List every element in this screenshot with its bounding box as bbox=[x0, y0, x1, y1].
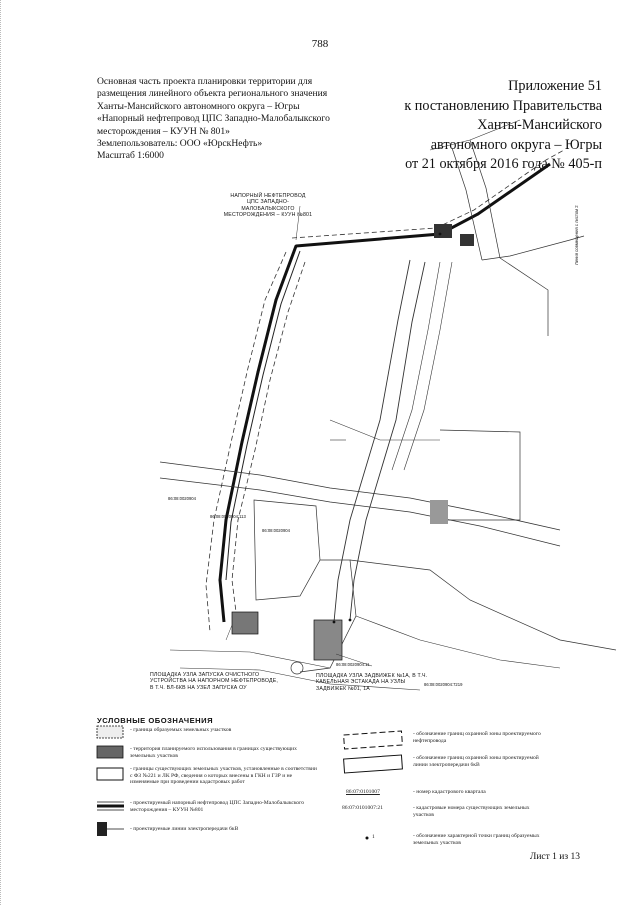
legend-powerline-zone-icon bbox=[343, 754, 403, 774]
appendix-line: к постановлению Правительства bbox=[404, 97, 602, 114]
scan-edge bbox=[0, 0, 3, 905]
legend-item: - проектируемые линии электропередачи 6к… bbox=[130, 826, 239, 832]
appendix-line: автономного округа – Югры bbox=[430, 136, 602, 153]
zone-boundary bbox=[231, 261, 306, 613]
legend-item: - обозначение границ охранной зоны проек… bbox=[413, 731, 541, 744]
title-line: «Напорный нефтепровод ЦПС Западно-Малоба… bbox=[97, 113, 330, 125]
legend-powerline-icon bbox=[97, 822, 107, 836]
zone-boundary bbox=[205, 251, 287, 633]
legend-new-parcel-icon bbox=[96, 725, 124, 739]
cad-parcel-sample: 86:07:0101007:21 bbox=[342, 805, 384, 811]
legend-item: - кадастровые номера существующих земель… bbox=[413, 805, 530, 818]
sheet-number: Лист 1 из 13 bbox=[529, 852, 580, 862]
legend-pipeline-zone-icon bbox=[343, 730, 403, 750]
valve-site-label: ПЛОЩАДКА УЗЛА ЗАДВИЖЕК №1А, В Т.Ч. КАБЕЛ… bbox=[316, 673, 428, 692]
scale-line: Масштаб 1:6000 bbox=[97, 150, 164, 162]
valve-site-area bbox=[313, 619, 343, 661]
match-line-note: Линия совмещения с листом 2 bbox=[574, 205, 579, 265]
launch-site-label: ПЛОЩАДКА УЗЛА ЗАПУСКА ОЧИСТНОГО УСТРОЙСТ… bbox=[150, 672, 279, 691]
legend-title: УСЛОВНЫЕ ОБОЗНАЧЕНИЯ bbox=[97, 716, 214, 725]
cadastral-number: 86:08:0020904:7219 bbox=[424, 682, 463, 687]
legend-item: - границы существующих земельных участко… bbox=[130, 766, 317, 786]
legend-planned-territory-icon bbox=[96, 745, 124, 759]
cadastral-number: 86:08:0020904 bbox=[168, 496, 196, 501]
launch-site-area bbox=[231, 611, 259, 635]
document-title-block: Основная часть проекта планировки террит… bbox=[97, 76, 387, 163]
cad-quarter-sample: 86:07:0101007 bbox=[346, 789, 380, 795]
appendix-line: Ханты-Мансийского bbox=[477, 117, 602, 133]
zone-boundary bbox=[291, 149, 565, 239]
pipeline-route bbox=[295, 162, 551, 248]
legend-item: - обозначение границ охранной зоны проек… bbox=[413, 755, 539, 768]
title-line: Ханты-Мансийского автономного округа – Ю… bbox=[97, 100, 300, 112]
cadastral-number: 86:08:0020904:11 bbox=[336, 662, 370, 667]
appendix-line: Приложение 51 bbox=[508, 78, 602, 94]
appendix-line: от 21 октября 2016 года № 405-п bbox=[405, 156, 602, 172]
legend-item: - номер кадастрового квартала bbox=[413, 789, 486, 795]
pipeline-route bbox=[218, 245, 298, 623]
cadastral-number: 86:08:0020904 bbox=[262, 528, 290, 533]
legend-point-icon bbox=[365, 836, 369, 840]
legend-existing-parcel-icon bbox=[96, 767, 124, 781]
title-line: месторождения – КУУН № 801» bbox=[97, 125, 230, 137]
legend-symbols-left bbox=[96, 725, 124, 836]
land-user-line: Землепользователь: ООО «ЮрскНефть» bbox=[97, 138, 263, 150]
title-line: размещения линейного объекта регионально… bbox=[97, 88, 328, 100]
legend-item: - граница образуемых земельных участков bbox=[130, 727, 232, 733]
page-number: 788 bbox=[311, 38, 329, 50]
legend-item: - проектируемый напорный нефтепровод ЦПС… bbox=[130, 800, 305, 813]
point-sample: 1 bbox=[372, 834, 375, 840]
legend-item: - территория планируемого использования … bbox=[130, 746, 297, 759]
cadastral-number: 86:08:0020904:113 bbox=[210, 514, 246, 519]
legend-symbols-right bbox=[343, 730, 403, 840]
legend-item: - обозначение характерной точки границ о… bbox=[413, 833, 540, 846]
title-line: Основная часть проекта планировки террит… bbox=[97, 76, 313, 87]
pipeline-title-label: НАПОРНЫЙ НЕФТЕПРОВОД ЦПС ЗАПАДНО-МАЛОБАЛ… bbox=[223, 193, 313, 218]
appendix-header: Приложение 51 к постановлению Правительс… bbox=[332, 77, 602, 175]
